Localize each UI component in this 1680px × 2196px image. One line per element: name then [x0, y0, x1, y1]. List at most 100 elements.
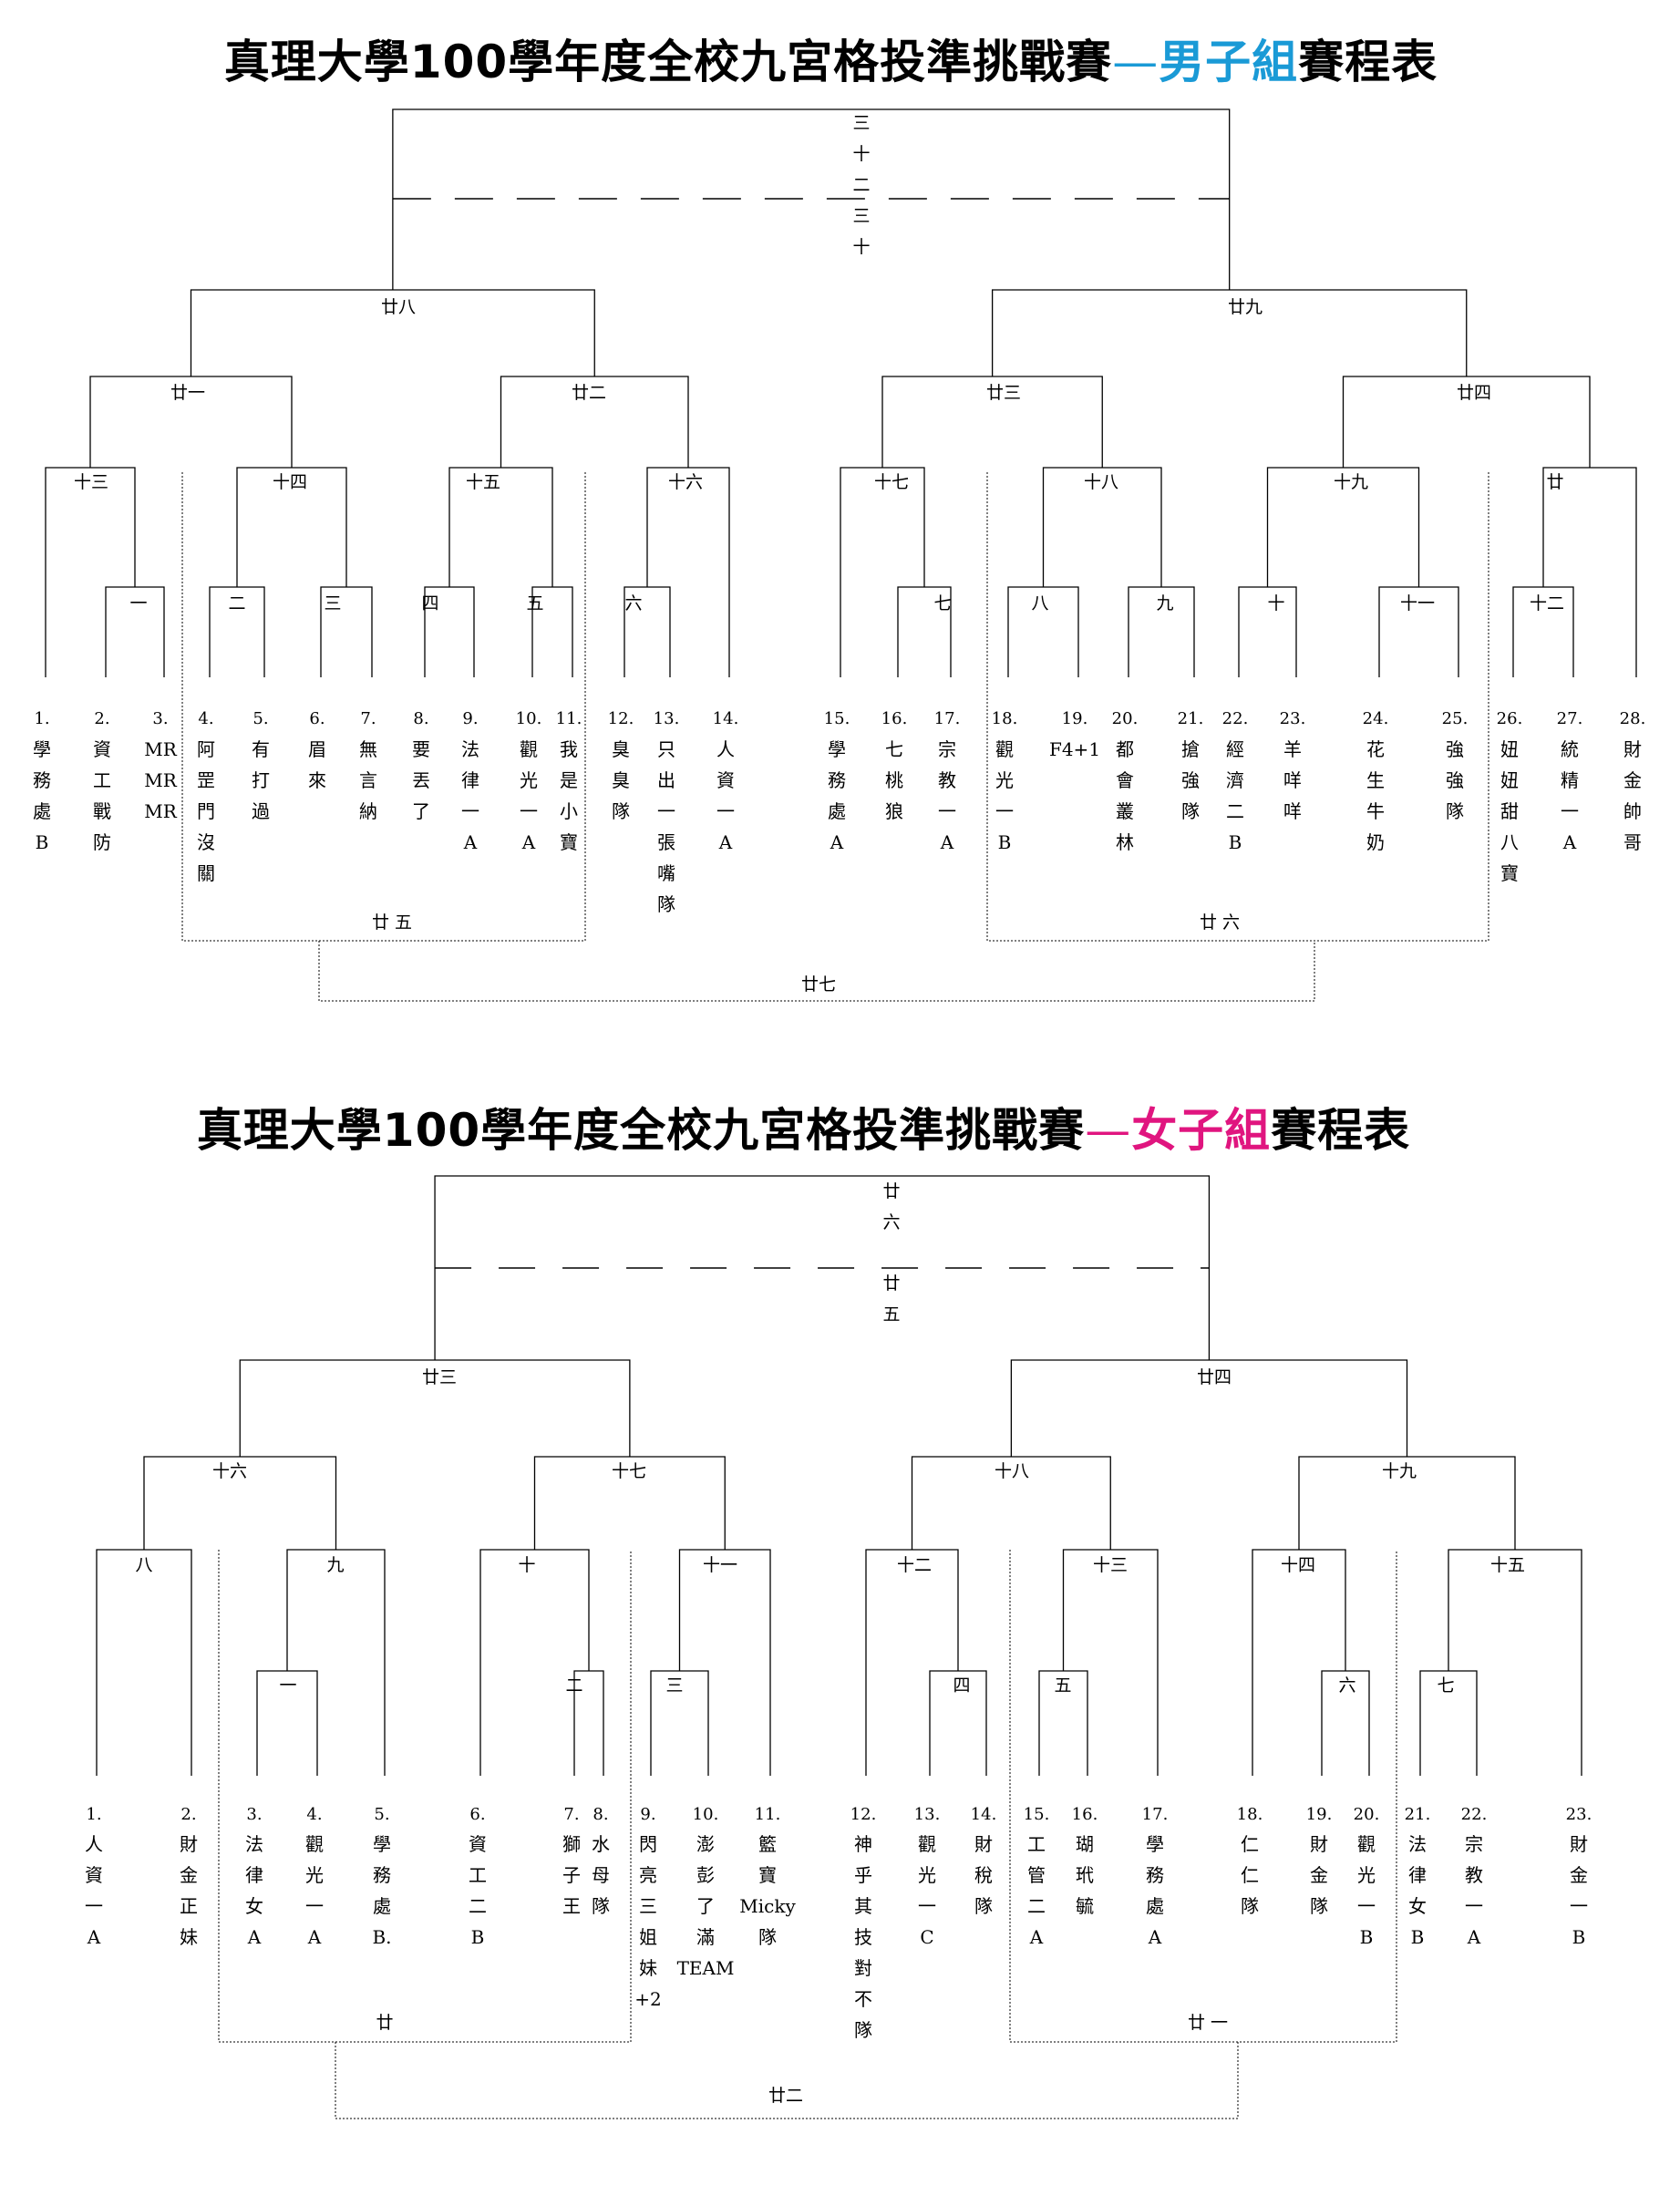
men-team-24-name: 花生牛奶 [1366, 738, 1385, 853]
women-match-19-label: 十九 [1381, 1461, 1417, 1481]
men-title-dash: — [1112, 36, 1160, 88]
men-team-16-number: 16. [881, 709, 908, 728]
men-team-10-number: 10. [515, 709, 542, 728]
women-team-14-number: 14. [970, 1805, 997, 1824]
women-match-8-bracket [96, 1549, 192, 1776]
women-team-16-number: 16. [1071, 1805, 1098, 1824]
men-team-28-name: 財金帥哥 [1623, 738, 1642, 853]
men-match-5-label: 五 [526, 593, 544, 613]
men-team-12-number: 12. [607, 709, 634, 728]
women-title-main: 真理大學100學年度全校九宮格投準挑戰賽 [196, 1104, 1086, 1157]
women-title-tail: 賽程表 [1271, 1104, 1411, 1157]
women-team-19-name: 財金隊 [1310, 1833, 1328, 1917]
men-team-23-number: 23. [1279, 709, 1306, 728]
women-final-top-label: 廿六 [882, 1181, 901, 1232]
women-team-2-name: 財金正妹 [180, 1833, 198, 1948]
women-title-group: 女子組 [1131, 1104, 1272, 1157]
women-team-14-name: 財稅隊 [974, 1833, 993, 1917]
men-match-15-bracket [448, 467, 553, 587]
men-match-15-label: 十五 [465, 472, 501, 492]
men-team-7-name: 無言納 [359, 738, 377, 822]
women-match-23-label: 廿三 [421, 1367, 458, 1387]
women-match-3-label: 三 [665, 1675, 684, 1696]
men-team-2-number: 2. [94, 709, 110, 728]
men-team-17-number: 17. [933, 709, 961, 728]
men-match-12-label: 十二 [1529, 593, 1565, 613]
women-match-10-bracket [479, 1549, 590, 1776]
women-match-10-label: 十 [518, 1555, 536, 1575]
women-match-21-dotted-bracket [1009, 1550, 1397, 2043]
men-team-25-name: 強強隊 [1446, 738, 1464, 822]
women-team-7-number: 7. [563, 1805, 580, 1824]
women-match-2-label: 二 [565, 1675, 583, 1696]
men-bracket-title: 真理大學100學年度全校九宮格投準挑戰賽—男子組賽程表 [0, 26, 1671, 91]
women-match-15-bracket [1448, 1549, 1582, 1776]
men-title-main: 真理大學100學年度全校九宮格投準挑戰賽 [223, 36, 1113, 88]
men-match-17-bracket [840, 467, 925, 677]
women-team-18-number: 18. [1236, 1805, 1263, 1824]
men-team-7-number: 7. [360, 709, 376, 728]
men-match-20-bracket [1542, 467, 1637, 677]
women-team-1-number: 1. [86, 1805, 102, 1824]
men-team-21-name: 搶強隊 [1181, 738, 1200, 822]
women-match-9-bracket [286, 1549, 386, 1776]
men-team-28-number: 28. [1619, 709, 1646, 728]
women-match-11-label: 十一 [702, 1555, 738, 1575]
men-match-4-label: 四 [421, 593, 439, 613]
men-final-box [392, 108, 1231, 290]
women-team-12-number: 12. [850, 1805, 877, 1824]
women-match-13-bracket [1062, 1549, 1159, 1776]
women-bracket-title: 真理大學100學年度全校九宮格投準挑戰賽—女子組賽程表 [0, 1094, 1644, 1160]
men-final-top-label: 三十 [852, 113, 871, 164]
women-match-11-bracket [678, 1549, 771, 1776]
women-team-6-number: 6. [469, 1805, 486, 1824]
men-team-16-name: 七桃狼 [885, 738, 903, 822]
men-match-1-label: 一 [129, 593, 148, 613]
women-team-19-number: 19. [1305, 1805, 1333, 1824]
men-match-28-label: 廿八 [380, 297, 417, 317]
women-match-12-bracket [865, 1549, 959, 1776]
men-team-20-number: 20. [1111, 709, 1139, 728]
women-match-13-label: 十三 [1092, 1555, 1129, 1575]
men-final-bottom-label: 二三十 [852, 175, 871, 257]
men-match-18-label: 十八 [1083, 472, 1119, 492]
men-match-27-dotted-bracket [318, 941, 1315, 1002]
men-team-13-name: 只出一張嘴隊 [657, 738, 675, 915]
women-match-9-label: 九 [326, 1555, 345, 1575]
women-team-9-name: 閃亮三姐妹+2 [634, 1833, 662, 2010]
women-match-22-dotted-bracket [335, 2042, 1239, 2119]
men-team-26-number: 26. [1496, 709, 1523, 728]
women-match-7-label: 七 [1437, 1675, 1455, 1696]
men-match-10-label: 十 [1267, 593, 1285, 613]
men-team-26-name: 妞妞甜八寶 [1500, 738, 1519, 884]
men-match-16-bracket [646, 467, 730, 677]
men-team-5-number: 5. [253, 709, 269, 728]
men-match-25-label: 廿 五 [371, 912, 413, 933]
men-match-7-label: 七 [933, 593, 952, 613]
men-team-27-number: 27. [1556, 709, 1583, 728]
men-match-20-label: 廿 [1546, 472, 1564, 492]
men-title-group: 男子組 [1159, 36, 1299, 88]
women-match-20-label: 廿 [376, 2013, 394, 2033]
women-match-17-label: 十七 [611, 1461, 647, 1481]
men-team-1-number: 1. [34, 709, 50, 728]
men-match-8-label: 八 [1031, 593, 1049, 613]
women-match-24-label: 廿四 [1196, 1367, 1232, 1387]
women-team-16-name: 瑚玳毓 [1076, 1833, 1094, 1917]
women-team-4-number: 4. [306, 1805, 323, 1824]
